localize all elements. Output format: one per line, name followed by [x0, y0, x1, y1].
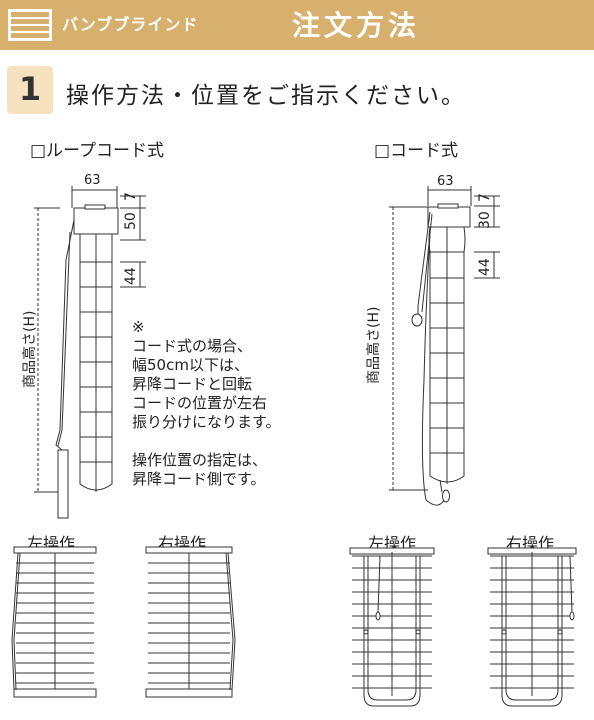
operation-note: ※ コード式の場合、 幅50cm以下は、 昇降コードと回転 コードの位置が左右 … [132, 318, 281, 488]
cord-type-label: □コード式 [374, 141, 459, 161]
header-bar: バンブブラインド 注文方法 [0, 0, 594, 50]
loop-cord-label: □ループコード式 [30, 141, 165, 161]
loop-left-op-diagram [11, 546, 97, 698]
step-number: 1 [18, 70, 42, 108]
header-subtitle: バンブブラインド [62, 15, 199, 34]
cord-side-diagram [389, 186, 500, 506]
cord-left-op-diagram [349, 547, 435, 707]
blind-logo-icon [8, 9, 52, 41]
step-heading: 操作方法・位置をご指示ください。 [66, 83, 466, 109]
cord-right-op-diagram [487, 547, 577, 707]
cord-width-dim: 63 [437, 174, 454, 189]
loop-right-op-diagram [145, 546, 236, 698]
page-title: 注文方法 [292, 9, 421, 42]
loop-cord-side-diagram [34, 186, 146, 519]
loop-width-dim: 63 [84, 173, 101, 188]
step-number-box: 1 [7, 66, 53, 114]
